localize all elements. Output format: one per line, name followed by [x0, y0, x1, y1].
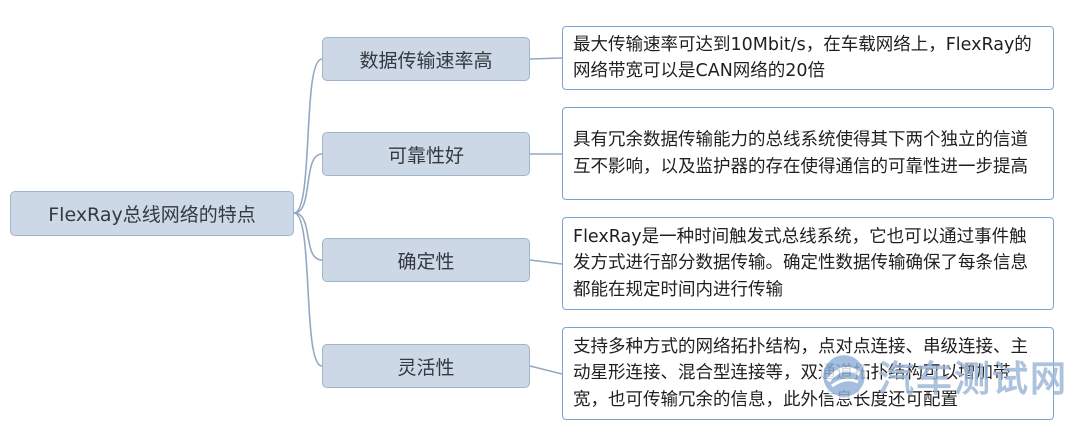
branch-node-data-rate: 数据传输速率高: [322, 37, 530, 81]
root-node: FlexRay总线网络的特点: [10, 191, 294, 236]
branch-node-reliability: 可靠性好: [322, 132, 530, 176]
detail-text: 支持多种方式的网络拓扑结构，点对点连接、串级连接、主动星形连接、混合型连接等，双…: [573, 337, 1028, 410]
detail-box-flexibility: 支持多种方式的网络拓扑结构，点对点连接、串级连接、主动星形连接、混合型连接等，双…: [562, 327, 1054, 420]
detail-box-data-rate: 最大传输速率可达到10Mbit/s，在车载网络上，FlexRay的网络带宽可以是…: [562, 26, 1054, 90]
detail-text: 具有冗余数据传输能力的总线系统使得其下两个独立的信道互不影响，以及监护器的存在使…: [573, 130, 1028, 177]
branch-node-determinism: 确定性: [322, 238, 530, 282]
detail-box-reliability: 具有冗余数据传输能力的总线系统使得其下两个独立的信道互不影响，以及监护器的存在使…: [562, 107, 1054, 200]
detail-box-determinism: FlexRay是一种时间触发式总线系统，它也可以通过事件触发方式进行部分数据传输…: [562, 217, 1054, 310]
detail-text: FlexRay是一种时间触发式总线系统，它也可以通过事件触发方式进行部分数据传输…: [573, 227, 1028, 300]
detail-text: 最大传输速率可达到10Mbit/s，在车载网络上，FlexRay的网络带宽可以是…: [573, 34, 1032, 81]
branch-node-flexibility: 灵活性: [322, 344, 530, 388]
